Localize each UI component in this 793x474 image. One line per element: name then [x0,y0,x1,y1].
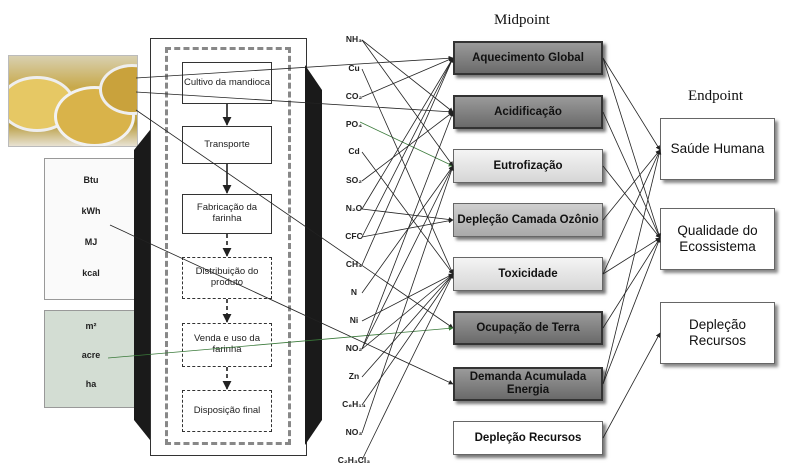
unit-kcal: kcal [82,268,100,278]
process-step-venda: Venda e uso da farinha [182,323,272,367]
process-system-boundary [165,47,291,445]
midpoint-deplecao-recursos: Depleção Recursos [453,421,603,455]
process-step-transporte: Transporte [182,126,272,164]
substance-n2o: N₂O [345,203,363,213]
substance-no3: NO₃ [345,427,363,437]
substance-cu: Cu [348,63,360,73]
unit-acre: acre [81,350,101,360]
endpoint-deplecao-recursos: Depleção Recursos [660,302,775,364]
process-step-fabricacao: Fabricação da farinha [182,194,272,234]
substance-c6h14: C₆H₁₄ [342,399,366,409]
midpoint-demanda-acumulada-energia: Demanda Acumulada Energia [453,367,603,401]
process-step-disposicao: Disposição final [182,390,272,432]
substance-cd: Cd [348,146,360,156]
left-chevron-arrow [134,130,150,440]
midpoint-aquecimento-global: Aquecimento Global [453,41,603,75]
unit-ha: ha [85,379,97,389]
midpoint-acidificacao: Acidificação [453,95,603,129]
midpoint-heading: Midpoint [494,12,550,28]
unit-kwh: kWh [81,206,101,216]
substance-so2: SO₂ [345,175,363,185]
substance-nh3: NH₃ [345,34,363,44]
unit-m2: m² [85,321,97,331]
area-units-box: m² acre ha [44,310,138,408]
substance-c2h3cl3: C₂H₃Cl₃ [337,455,371,465]
midpoint-deplecao-camada-ozonio: Depleção Camada Ozônio [453,203,603,237]
endpoint-qualidade-ecossistema: Qualidade do Ecossistema [660,208,775,270]
substance-ch4: CH₄ [345,259,363,269]
midpoint-ocupacao-de-terra: Ocupação de Terra [453,311,603,345]
cassava-flour-photo [8,55,138,147]
substance-co2: CO₂ [345,91,363,101]
endpoint-heading: Endpoint [688,88,743,104]
midpoint-eutrofizacao: Eutrofização [453,149,603,183]
substance-no2: NO₂ [345,343,363,353]
substance-zn: Zn [348,371,360,381]
right-chevron-arrow [305,65,322,445]
substance-cfc: CFC [345,231,363,241]
substance-n: N [350,287,358,297]
process-step-cultivo: Cultivo da mandioca [182,62,272,104]
substance-po4: PO₄ [345,119,363,129]
substance-ni: Ni [349,315,359,325]
unit-mj: MJ [84,237,98,247]
process-step-distribuicao: Distribuição do produto [182,257,272,299]
unit-btu: Btu [83,175,99,185]
midpoint-toxicidade: Toxicidade [453,257,603,291]
endpoint-saude-humana: Saúde Humana [660,118,775,180]
